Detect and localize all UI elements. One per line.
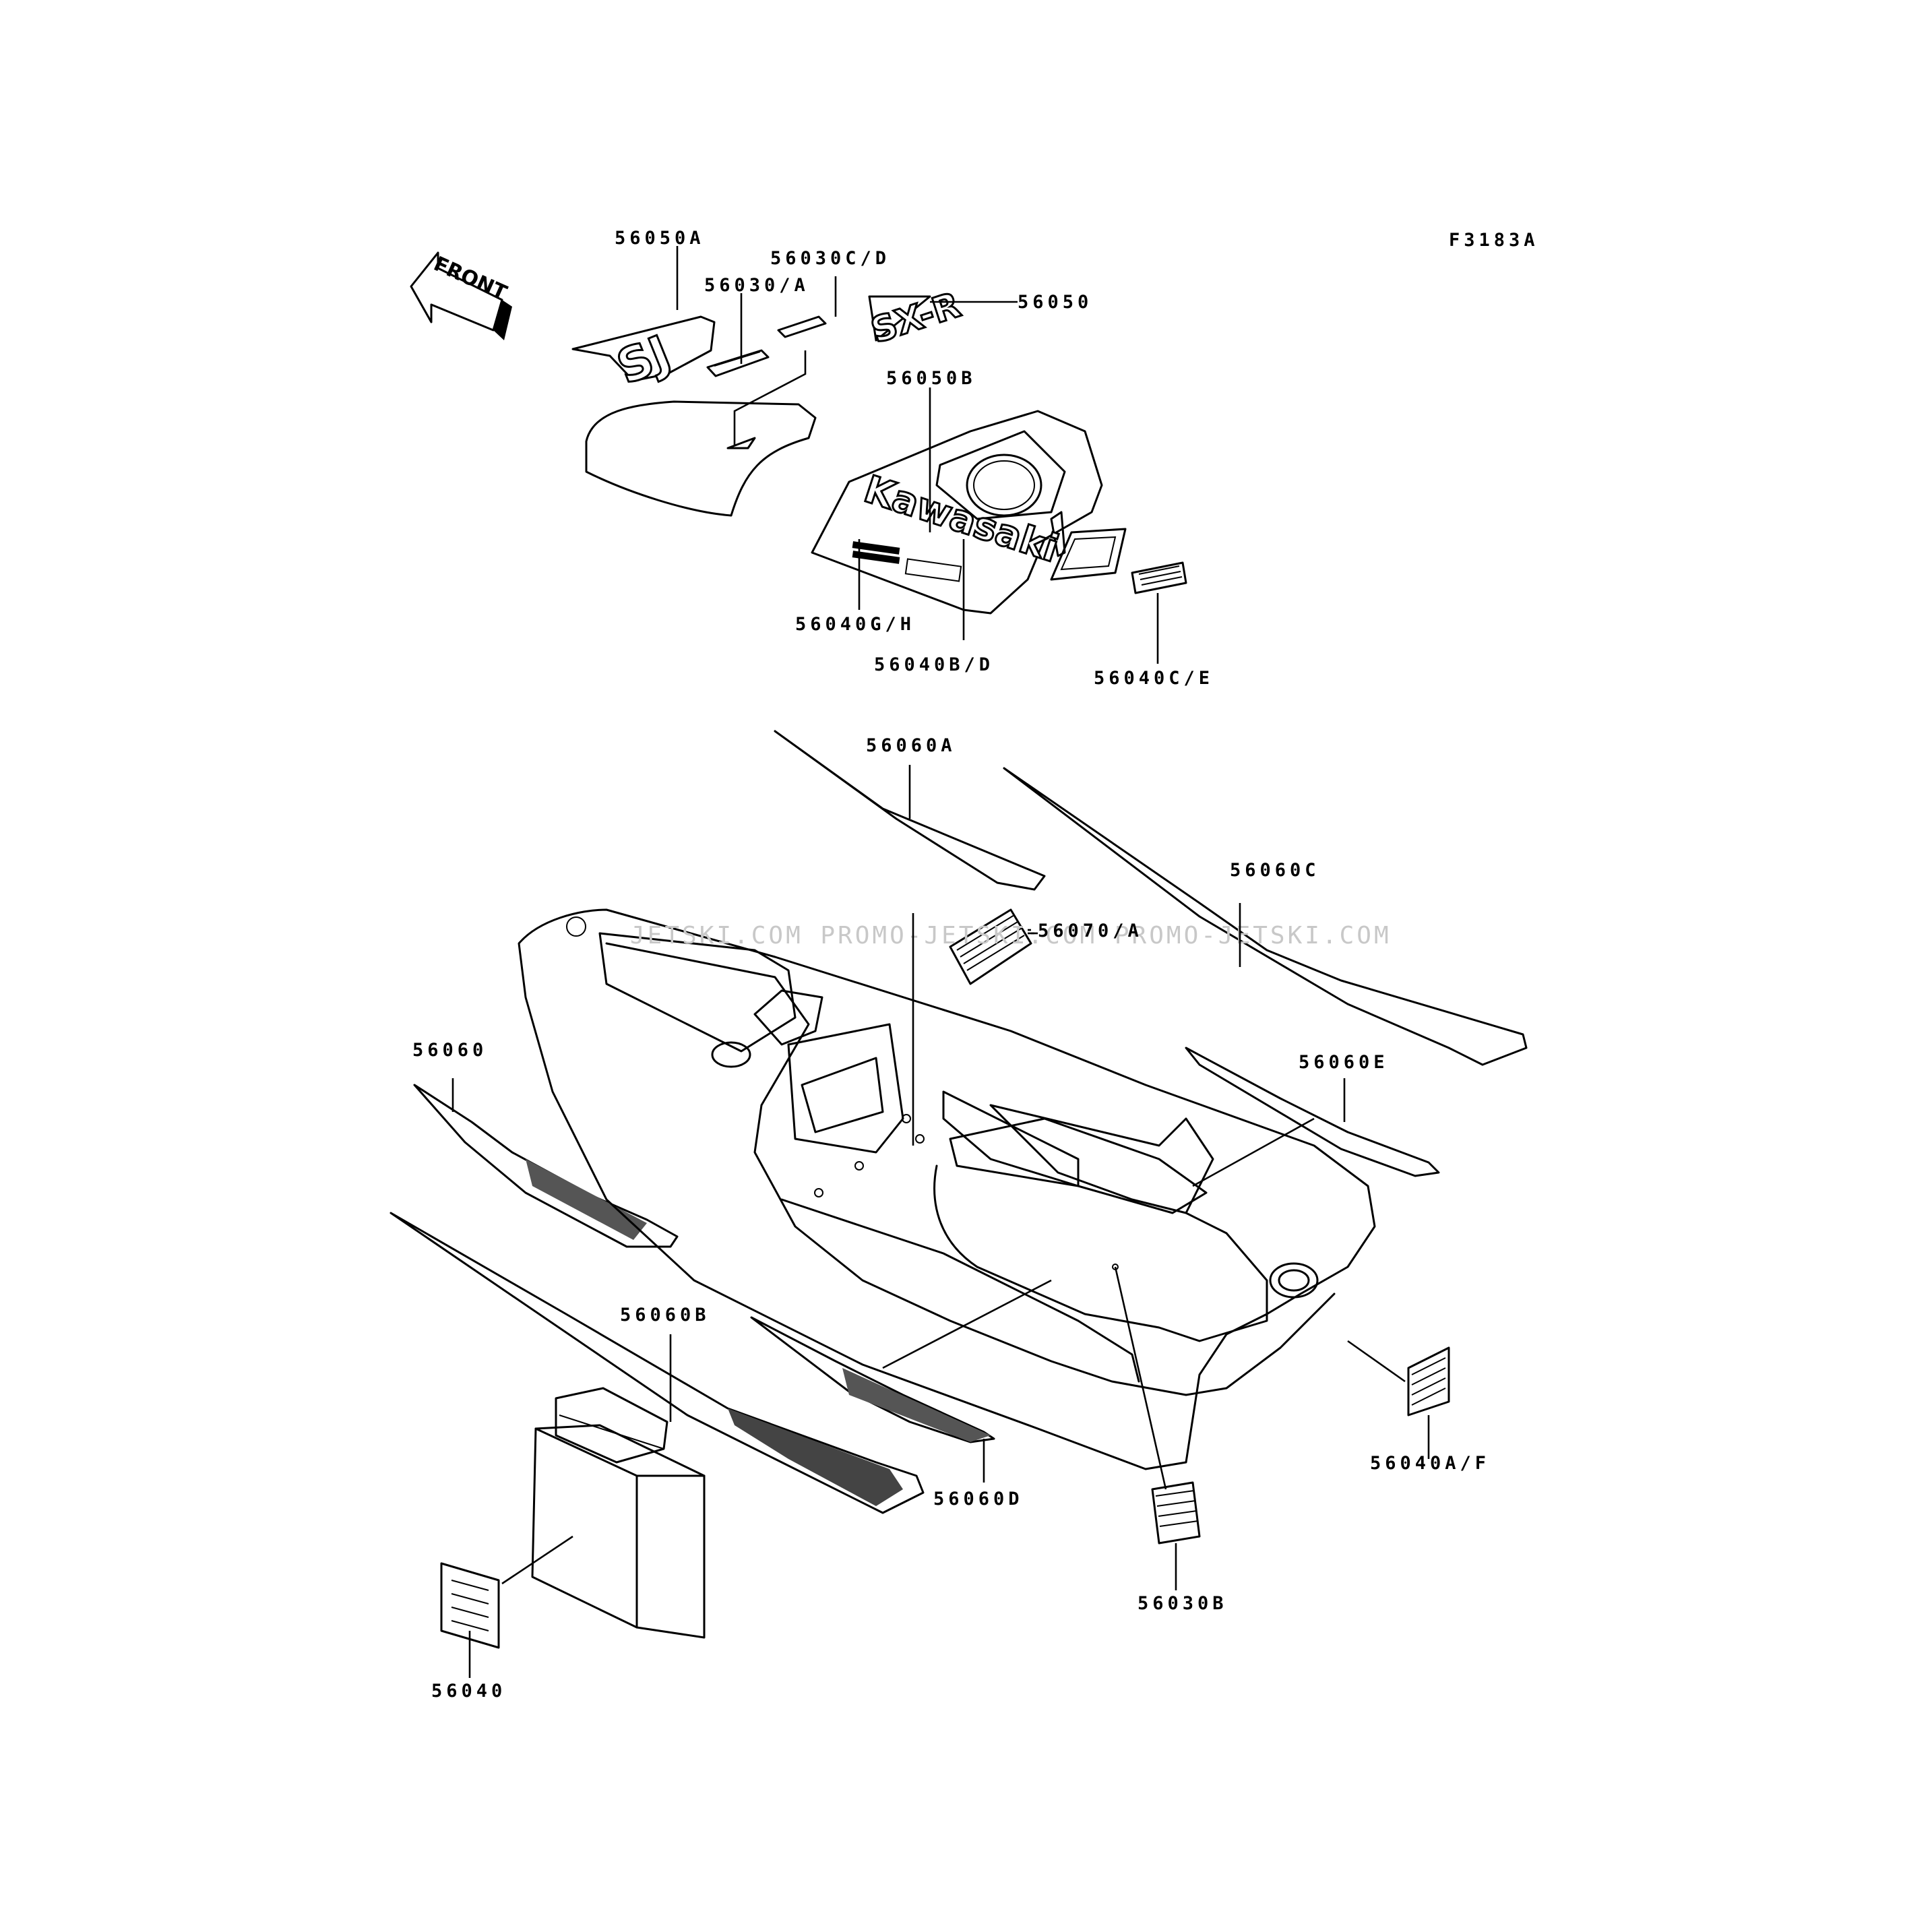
engine-hood: Kawasaki [811, 410, 1103, 615]
small-plate-56030 [706, 349, 770, 377]
leader-lines [451, 246, 1430, 1678]
front-arrow-label: FRONT [430, 252, 510, 305]
label-56030b [1151, 1481, 1201, 1545]
label-56030-a: 56030/A [704, 275, 809, 296]
model-logo-sticker: SX-R [865, 284, 966, 352]
label-56040a-f: 56040A/F [1370, 1453, 1490, 1474]
label-56040af [1407, 1346, 1450, 1416]
label-56040g-h: 56040G/H [795, 614, 915, 635]
label-56060d: 56060D [933, 1489, 1024, 1509]
seat-logo: SJ [609, 325, 678, 396]
label-56040c-e: 56040C/E [1094, 668, 1214, 689]
watermark: JETSKI.COM PROMO-JETSKI.COM PROMO-JETSKI… [630, 922, 1392, 949]
label-56060a: 56060A [866, 735, 956, 756]
seat-cushion [585, 400, 817, 517]
label-56030b: 56030B [1138, 1593, 1228, 1614]
label-56060: 56060 [412, 1040, 487, 1061]
stripe-56060b [389, 1212, 925, 1514]
stripe-56060a [774, 730, 1046, 891]
small-plate-56030cd [777, 315, 827, 338]
stripe-56060c [1003, 767, 1528, 1066]
hood-vent-plate [1050, 528, 1127, 581]
label-56060c: 56060C [1230, 860, 1320, 881]
label-56030c-d: 56030C/D [770, 248, 890, 269]
label-56060e: 56060E [1299, 1052, 1389, 1073]
label-56050: 56050 [1018, 292, 1092, 313]
hull [518, 908, 1376, 1470]
stripe-56060 [413, 1084, 679, 1248]
label-56040 [440, 1562, 500, 1649]
stripe-56060d [750, 1316, 995, 1443]
label-56060b: 56060B [620, 1305, 710, 1326]
label-56040b-d: 56040B/D [874, 654, 994, 675]
label-56070-a: 56070/A [1038, 921, 1143, 941]
label-56070a [949, 908, 1032, 985]
front-arrow-icon: FRONT [410, 251, 512, 340]
label-56040ce [1131, 561, 1187, 594]
label-56040: 56040 [431, 1681, 506, 1702]
label-56050a: 56050A [615, 228, 705, 249]
figure-code: F3183A [1449, 230, 1539, 251]
hood-brand-logo: Kawasaki [859, 468, 1064, 571]
model-logo: SX-R [867, 285, 966, 352]
stripe-56060e [1185, 1047, 1440, 1177]
seat-sticker-sj: SJ [571, 315, 716, 396]
label-56050b: 56050B [886, 368, 976, 389]
battery [531, 1387, 706, 1639]
